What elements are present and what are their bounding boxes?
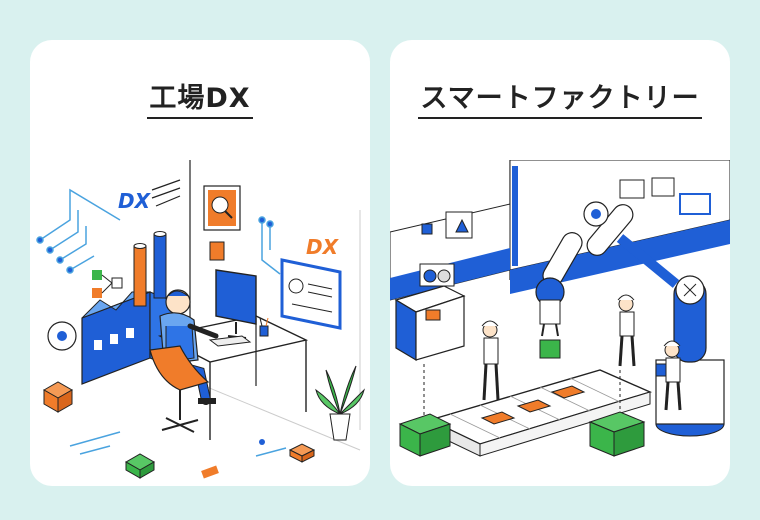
- orange-cube: [42, 381, 74, 413]
- smart-factory-card: スマートファクトリー: [390, 40, 730, 486]
- robot-arm: [535, 201, 634, 337]
- profile-panel: [280, 258, 342, 330]
- potted-plant: [315, 365, 365, 441]
- smart-factory-illustration: [390, 160, 730, 457]
- factory-dx-illustration: DX DX: [36, 160, 365, 479]
- dx-label-orange: DX: [306, 235, 340, 259]
- conveyor-belt: [428, 339, 653, 457]
- worker-right: [617, 294, 636, 367]
- dx-label-blue: DX: [118, 189, 152, 213]
- office-chair: [149, 345, 210, 433]
- worker-tablet: [655, 340, 682, 411]
- network-icon: [92, 270, 123, 298]
- wall-frame: [203, 185, 241, 231]
- circuit-lines: [36, 188, 121, 274]
- worker-left: [481, 320, 500, 401]
- document-icon: [209, 241, 225, 261]
- gear-icon: [47, 321, 77, 351]
- factory-dx-title: 工場DX: [30, 76, 370, 119]
- green-station-left: [398, 413, 452, 457]
- green-station-right: [588, 411, 646, 457]
- factory-building: [81, 231, 181, 385]
- factory-dx-card: 工場DX DX DX: [30, 40, 370, 486]
- cnc-machine: [394, 263, 466, 362]
- smart-factory-title: スマートファクトリー: [390, 76, 730, 119]
